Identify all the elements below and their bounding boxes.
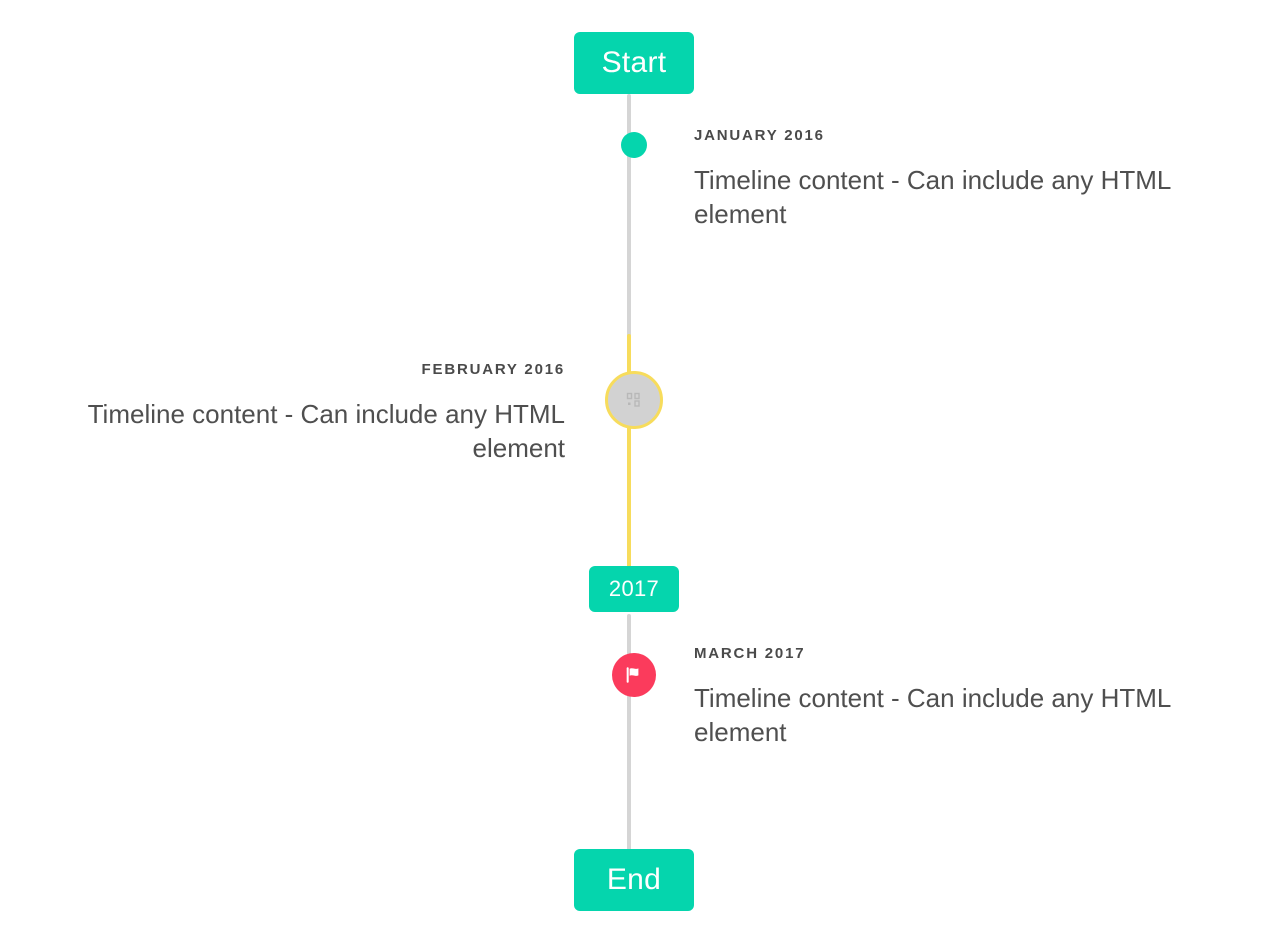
- timeline-end-badge[interactable]: End: [574, 849, 694, 911]
- timeline-entry-february: FEBRUARY 2016 Timeline content - Can inc…: [40, 361, 565, 466]
- timeline-entry-date: MARCH 2017: [694, 645, 806, 662]
- timeline-entry-body: Timeline content - Can include any HTML …: [694, 164, 1171, 230]
- timeline-start-badge[interactable]: Start: [574, 32, 694, 94]
- timeline-axis-highlight: [627, 334, 631, 569]
- timeline-marker-flag[interactable]: [612, 653, 656, 697]
- timeline-entry-date: FEBRUARY 2016: [421, 361, 565, 378]
- timeline-marker-dot-icon[interactable]: [621, 132, 647, 158]
- timeline-axis-upper: [627, 94, 631, 337]
- timeline-entry-january: JANUARY 2016 Timeline content - Can incl…: [694, 127, 1218, 232]
- flag-icon: [626, 667, 639, 683]
- timeline-axis-lower: [627, 614, 631, 852]
- timeline-entry-body: Timeline content - Can include any HTML …: [87, 398, 565, 464]
- timeline-entry-body: Timeline content - Can include any HTML …: [694, 682, 1171, 748]
- timeline-entry-march: MARCH 2017 Timeline content - Can includ…: [694, 645, 1218, 750]
- broken-image-icon: [626, 392, 640, 407]
- timeline-entry-date: JANUARY 2016: [694, 127, 825, 144]
- timeline-marker-broken-image[interactable]: [605, 371, 663, 429]
- timeline-year-badge[interactable]: 2017: [589, 566, 679, 612]
